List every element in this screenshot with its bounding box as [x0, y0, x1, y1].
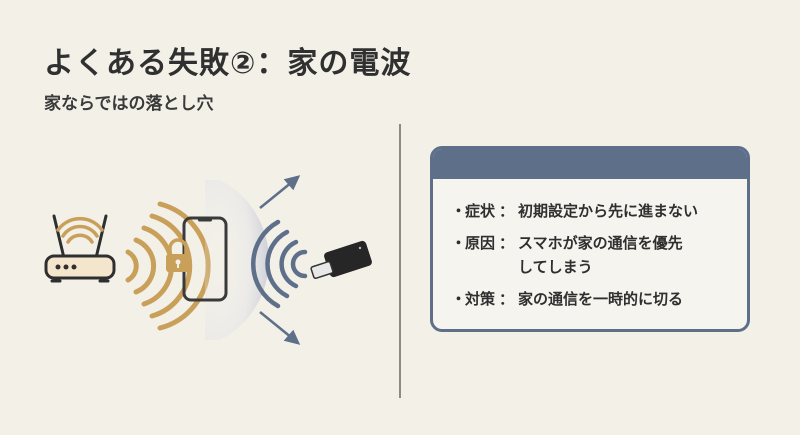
bullet: ・ — [451, 202, 467, 220]
item-text: スマホが家の通信を優先 してしまう — [518, 234, 683, 276]
slide-title: よくある失敗②：家の電波 — [44, 46, 412, 81]
item-text: 初期設定から先に進まない — [518, 202, 699, 220]
slide-subtitle: 家ならではの落とし穴 — [44, 94, 214, 114]
bullet: ・ — [451, 290, 467, 308]
item-colon: ： — [499, 290, 515, 308]
bullet: ・ — [451, 234, 467, 252]
item-label: 対策 — [465, 290, 496, 308]
wifi-interference-illustration — [30, 160, 380, 360]
item-label: 症状 — [465, 202, 496, 220]
lock-icon — [166, 238, 190, 272]
summary-list: ・ 症状 ： 初期設定から先に進まない ・ 原因 ： スマホが家の通信を優先 し… — [433, 179, 747, 311]
list-item-symptom: ・ 症状 ： 初期設定から先に進まない — [451, 199, 747, 223]
list-item-solution: ・ 対策 ： 家の通信を一時的に切る — [451, 287, 747, 311]
item-colon: ： — [499, 202, 515, 220]
item-label: 原因 — [465, 234, 496, 252]
list-item-cause: ・ 原因 ： スマホが家の通信を優先 してしまう — [451, 231, 747, 279]
item-text: 家の通信を一時的に切る — [518, 290, 684, 308]
wifi-signal-icon — [56, 216, 104, 244]
card-header-band — [433, 149, 747, 179]
vertical-divider — [399, 124, 401, 398]
usb-adapter-icon — [310, 240, 372, 280]
router-icon — [44, 214, 116, 283]
item-colon: ： — [499, 234, 515, 252]
summary-card: ・ 症状 ： 初期設定から先に進まない ・ 原因 ： スマホが家の通信を優先 し… — [430, 146, 750, 332]
blocked-signal-icon — [250, 219, 308, 309]
